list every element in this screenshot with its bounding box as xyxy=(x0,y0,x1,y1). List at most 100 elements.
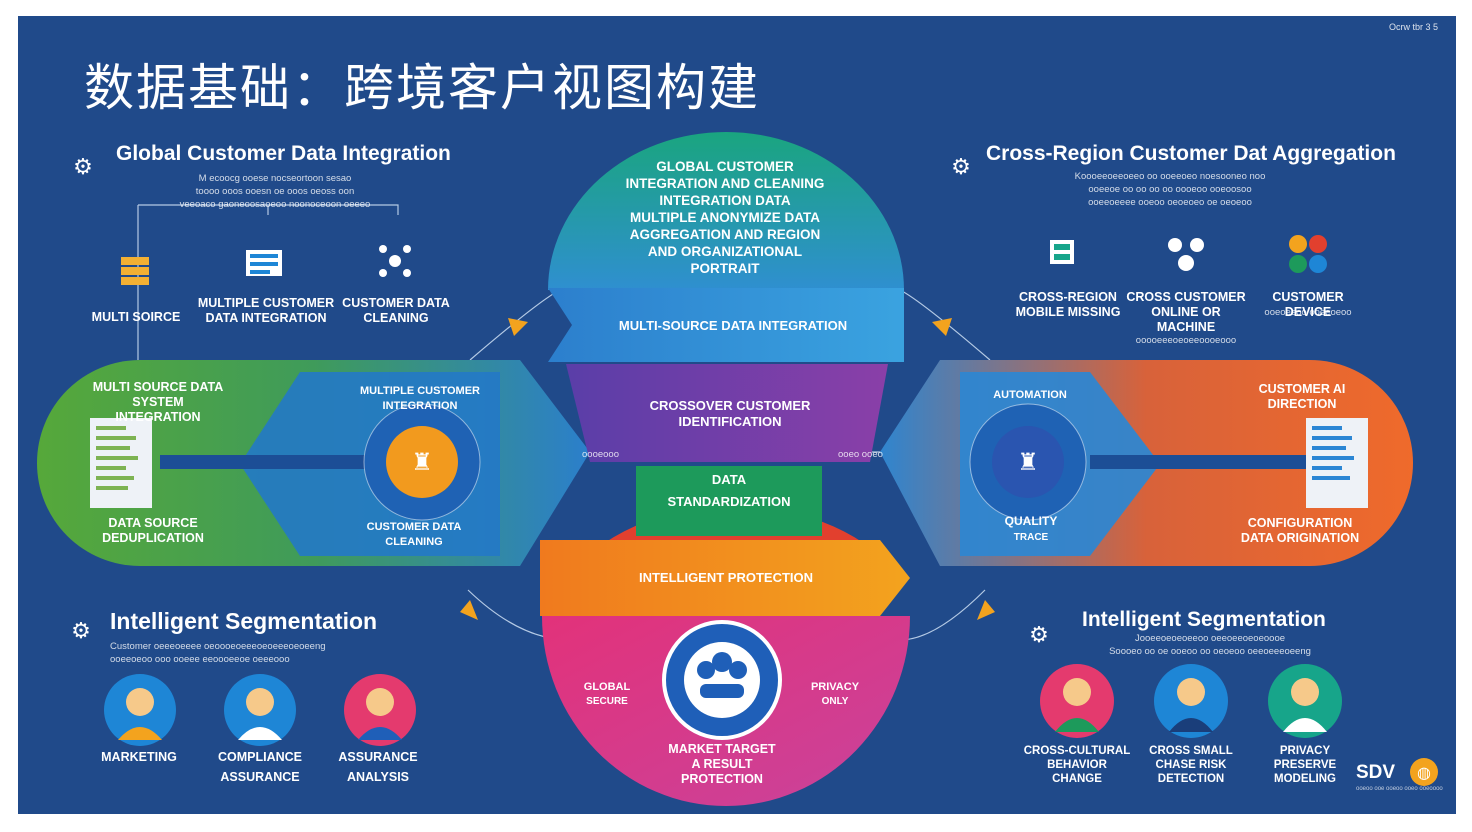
center-pink-right-1: PRIVACY xyxy=(810,681,860,693)
team-icon: ⚙ xyxy=(73,154,93,180)
label-multiple-customer: MULTIPLE CUSTOMER DATA INTEGRATION xyxy=(197,296,335,325)
center-pink-left-1: GLOBAL xyxy=(583,681,631,693)
center-band-purple-label-2: IDENTIFICATION xyxy=(678,414,782,429)
center-green-label-1: DATA xyxy=(711,472,747,487)
center-band-purple xyxy=(566,364,888,462)
center-pink-bottom-2: A RESULT xyxy=(691,757,753,771)
people-network-icon xyxy=(1146,214,1226,294)
label-compliance-2: ASSURANCE xyxy=(220,770,300,784)
subtext-line: veeoaco gaoneoosaoeoo noonoceoon oeeeo xyxy=(179,199,371,210)
label-right-ring-top: AUTOMATION xyxy=(993,389,1067,401)
avatar-marketing xyxy=(104,674,176,746)
label-line: MODELING xyxy=(1274,773,1336,785)
center-band-blue xyxy=(548,288,904,362)
heading-segmentation-right: Intelligent Segmentation xyxy=(1082,608,1326,631)
dome-line: GLOBAL CUSTOMER xyxy=(656,159,794,174)
label-cross-region-mobile: CROSS-REGION MOBILE MISSING xyxy=(1015,290,1121,319)
dome-line: MULTIPLE ANONYMIZE DATA xyxy=(630,210,820,225)
subtext-line: ooeeoeeee ooeoo oeoeoeo oe oeoeoo xyxy=(1088,197,1252,208)
subtext-line: Jooeeoeoeoeeoo oeeoeeoeoeoooe xyxy=(1134,633,1286,644)
center-dome xyxy=(548,132,904,290)
center-green-block xyxy=(636,466,822,536)
label-line: CHASE RISK xyxy=(1155,759,1227,771)
center-dome-text: GLOBAL CUSTOMER INTEGRATION AND CLEANING… xyxy=(600,158,850,277)
label-line: DETECTION xyxy=(1157,773,1225,785)
label-privacy-model: PRIVACY PRESERVE MODELING xyxy=(1248,744,1362,786)
label-left-top: MULTI SOURCE DATA SYSTEM INTEGRATION xyxy=(92,380,224,424)
sub-cross-customer: ooooeeeoeoeeoooeooo xyxy=(1135,335,1237,346)
center-band-orange-label: INTELLIGENT PROTECTION xyxy=(638,570,814,585)
label-cross-small: CROSS SMALL CHASE RISK DETECTION xyxy=(1134,744,1248,786)
subtext-line: Koooeeoeeoeeo oo ooeeoeo noesooneo noo xyxy=(1074,171,1266,182)
dome-line: INTEGRATION DATA xyxy=(659,193,791,208)
center-left-tag: oooeooo xyxy=(582,449,619,460)
label-customer-cleaning: CUSTOMER DATA CLEANING xyxy=(342,296,450,325)
avatar-privacy xyxy=(1268,664,1342,738)
label-line: CROSS-CULTURAL xyxy=(1023,745,1131,757)
segmentation-icon-right: ⚙ xyxy=(1029,622,1049,648)
center-band-purple-label-1: CROSSOVER CUSTOMER xyxy=(649,398,811,413)
page-title: 数据基础：跨境客户视图构建 xyxy=(84,60,760,116)
subtext-line: ooeeoe oo oo oo oo oooeoo ooeoosoo xyxy=(1088,184,1252,195)
subtext-line: Soooeo oo oe ooeoo oo oeoeoo oeeoeeeoeen… xyxy=(1109,646,1311,657)
subtext-line: M ecoocg ooese nocseortoon sesao xyxy=(198,173,352,184)
network-icon xyxy=(360,226,430,296)
left-document xyxy=(90,418,152,508)
logo-text: SDV xyxy=(1356,762,1396,783)
segmentation-icon: ⚙ xyxy=(71,618,91,644)
cube-icon xyxy=(1024,214,1100,290)
globe-icon: ◍ xyxy=(1410,758,1438,786)
label-marketing: MARKETING xyxy=(101,750,177,764)
subtext-global-integration: M ecoocg ooese nocseortoon sesao toooo o… xyxy=(130,172,420,211)
avatar-cross-cultural xyxy=(1040,664,1114,738)
label-left-ring-top: MULTIPLE CUSTOMER INTEGRATION xyxy=(360,385,480,412)
label-right-ring-quality: QUALITY xyxy=(1004,514,1058,528)
label-line: PRIVACY xyxy=(1279,745,1331,757)
center-right-tag: ooeo ooeo xyxy=(838,449,883,460)
center-band-orange xyxy=(540,540,910,616)
center-pink-right-2: ONLY xyxy=(821,696,849,707)
heading-global-integration: Global Customer Data Integration xyxy=(116,142,451,165)
stack-icon xyxy=(228,226,300,298)
avatar-assurance xyxy=(344,674,416,746)
database-icon xyxy=(100,236,170,306)
subtext-segmentation-left: Customer oeeeoeeee oeoooeoeeeoeoeeeoeoee… xyxy=(110,640,430,666)
robot-icon: ♜ xyxy=(411,448,433,476)
heading-cross-region: Cross-Region Customer Dat Aggregation xyxy=(986,142,1396,165)
dome-line: AGGREGATION AND REGION xyxy=(629,227,821,242)
label-line: CROSS SMALL xyxy=(1149,745,1233,757)
label-compliance-1: COMPLIANCE xyxy=(217,750,303,764)
avatar-cross-small xyxy=(1154,664,1228,738)
label-right-ring-trace: TRACE xyxy=(1013,532,1049,543)
label-left-bottom: DATA SOURCE DEDUPLICATION xyxy=(102,516,204,545)
sub-customer-device: ooeoeeoo ooeeoeoo xyxy=(1264,307,1352,318)
label-right-bottom: CONFIGURATION DATA ORIGINATION xyxy=(1240,516,1360,545)
dome-line: INTEGRATION AND CLEANING xyxy=(625,176,825,191)
device-icon xyxy=(1268,214,1348,294)
center-pink-bottom-1: MARKET TARGET xyxy=(668,742,776,756)
corner-note: Ocrw tbr 3 5 xyxy=(1388,22,1438,32)
label-customer-device: CUSTOMER DEVICE xyxy=(1272,290,1344,319)
dome-line: AND ORGANIZATIONAL xyxy=(647,244,803,259)
label-multi-source: MULTI SOIRCE xyxy=(91,310,181,324)
right-document xyxy=(1306,418,1368,508)
center-pink-left-2: SECURE xyxy=(586,696,628,707)
center-pink-bottom-3: PROTECTION xyxy=(681,772,763,786)
label-right-top: CUSTOMER AI DIRECTION xyxy=(1258,382,1346,411)
center-band-blue-label: MULTI-SOURCE DATA INTEGRATION xyxy=(618,318,848,333)
logo-subtext: ooeoo ooe ooeoo ooeo ooeoooo xyxy=(1356,786,1443,792)
label-line: PRESERVE xyxy=(1273,759,1337,771)
left-ring-core xyxy=(386,426,458,498)
subtext-segmentation-right: Jooeeoeoeoeeoo oeeoeeoeoeoooe Soooeo oo … xyxy=(1070,632,1350,658)
subtext-line: ooeeoeoo ooo ooeee eeoooeeoe oeeeooo xyxy=(110,654,290,665)
label-assurance-1: ASSURANCE xyxy=(338,750,418,764)
center-green-label-2: STANDARDIZATION xyxy=(667,494,791,509)
puzzle-icon: ⚙ xyxy=(951,154,971,180)
label-cross-cultural: CROSS-CULTURAL BEHAVIOR CHANGE xyxy=(1020,744,1134,786)
flow-arrows xyxy=(460,318,995,620)
avatar-compliance xyxy=(224,674,296,746)
subtext-cross-region: Koooeeoeeoeeo oo ooeeoeo noesooneo noo o… xyxy=(1020,170,1320,209)
shield-person-icon: ♜ xyxy=(1017,448,1039,476)
subtext-line: toooo ooos ooesn oe ooos oeoss oon xyxy=(195,186,355,197)
